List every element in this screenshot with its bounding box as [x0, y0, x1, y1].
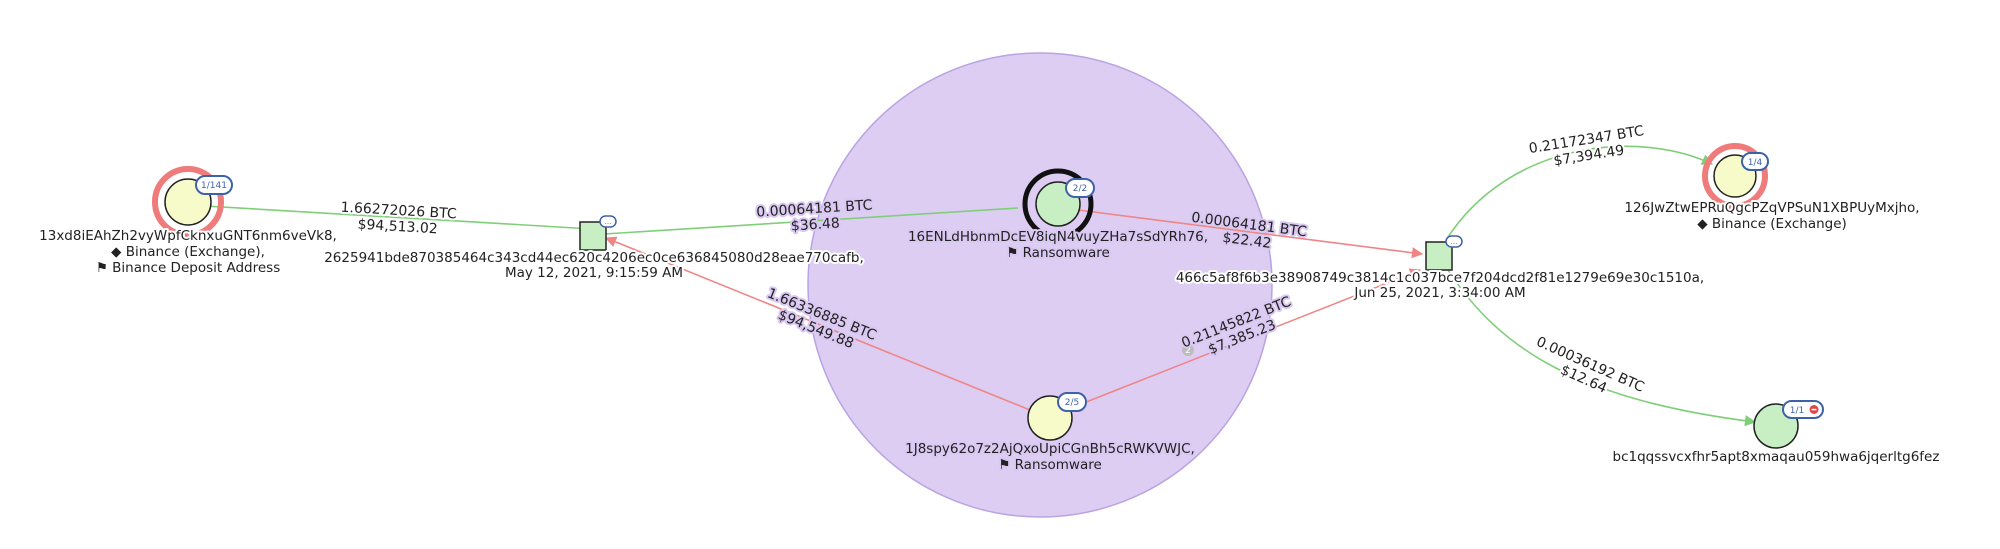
node-transaction-jun-25[interactable]: … 466c5af8f6b3e38908749c3814c1c037bce7f2… [1174, 235, 1706, 303]
exchange-ring [1702, 143, 1768, 209]
node-badge[interactable] [195, 175, 233, 195]
node-badge[interactable] [1065, 178, 1095, 198]
node-address-label: 13xd8iEAhZh2vyWpfCknxuGNT6nm6veVk8, [39, 228, 337, 244]
selection-ring [1022, 168, 1094, 240]
node-badge-label: 1/1 [1790, 406, 1804, 416]
edge-count-marker [1182, 344, 1194, 356]
ransomware-cluster[interactable] [807, 52, 1273, 518]
exchange-ring [152, 166, 224, 238]
node-badge[interactable] [1445, 235, 1463, 248]
transaction-node-square[interactable] [1425, 241, 1453, 271]
node-badge-label: … [1451, 238, 1458, 246]
node-badge-label: 2/5 [1065, 398, 1079, 408]
node-badge-label: 1/141 [201, 181, 227, 191]
edge-usd-amount: $94,513.02 [357, 217, 438, 238]
node-entity-label: ◆ Binance (Exchange) [1697, 216, 1847, 232]
node-badge-label: 2/2 [1073, 184, 1087, 194]
node-address-label: 16ENLdHbnmDcEV8iqN4vuyZHa7sSdYRh76, [908, 229, 1208, 245]
transaction-node-square[interactable] [579, 221, 607, 251]
node-tag-label: ⚑ Binance Deposit Address [96, 260, 280, 276]
node-bc1-address[interactable]: 1/1 bc1qqssvcxfhr5apt8xmaqau059hwa6jqerl… [1611, 400, 1941, 467]
node-binance-exchange-address[interactable]: 1/4 126JwZtwEPRuQgcPZqVPSuN1XBPUyMxjho, … [1622, 143, 1922, 234]
node-address-label: 126JwZtwEPRuQgcPZqVPSuN1XBPUyMxjho, [1624, 200, 1919, 216]
node-tag-label: ⚑ Ransomware [998, 457, 1102, 473]
node-transaction-may-12[interactable]: … 2625941bde870385464c343cd44ec620c4206e… [322, 215, 866, 283]
node-badge[interactable] [1057, 392, 1087, 412]
node-badge-label: … [605, 218, 612, 226]
transaction-date-label: May 12, 2021, 9:15:59 AM [505, 265, 683, 281]
edge-count-marker-label: 2 [1185, 346, 1191, 356]
node-ransomware-address-2[interactable]: 2/5 1J8spy62o7z2AjQxoUpiCGnBh5cRWKVWJC, … [903, 392, 1197, 475]
edge-ransom1-to-tx-may[interactable]: 0.00064181 BTC $36.48 [603, 195, 1019, 237]
node-address-label: bc1qqssvcxfhr5apt8xmaqau059hwa6jqerltg6f… [1613, 449, 1940, 465]
node-badge[interactable] [599, 215, 617, 228]
alert-icon-bar [1811, 408, 1817, 411]
node-badge[interactable] [1741, 152, 1769, 171]
transaction-hash-label: 466c5af8f6b3e38908749c3814c1c037bce7f204… [1176, 270, 1704, 286]
node-ransomware-address-1[interactable]: 2/2 16ENLdHbnmDcEV8iqN4vuyZHa7sSdYRh76, … [906, 168, 1210, 263]
node-badge-label: 1/4 [1748, 158, 1763, 168]
transaction-date-label: Jun 25, 2021, 3:34:00 AM [1353, 285, 1525, 301]
edge-tx-jun-to-binance-exchange[interactable]: 0.21172347 BTC $7,394.49 [1445, 121, 1714, 241]
edge-usd-amount: $36.48 [790, 215, 840, 234]
node-binance-deposit-address[interactable]: 1/141 13xd8iEAhZh2vyWpfCknxuGNT6nm6veVk8… [37, 166, 339, 278]
node-tag-label: ⚑ Ransomware [1006, 245, 1110, 261]
node-address-label: 1J8spy62o7z2AjQxoUpiCGnBh5cRWKVWJC, [905, 441, 1195, 457]
transaction-hash-label: 2625941bde870385464c343cd44ec620c4206ec0… [324, 250, 864, 266]
node-entity-label: ◆ Binance (Exchange), [111, 244, 265, 260]
